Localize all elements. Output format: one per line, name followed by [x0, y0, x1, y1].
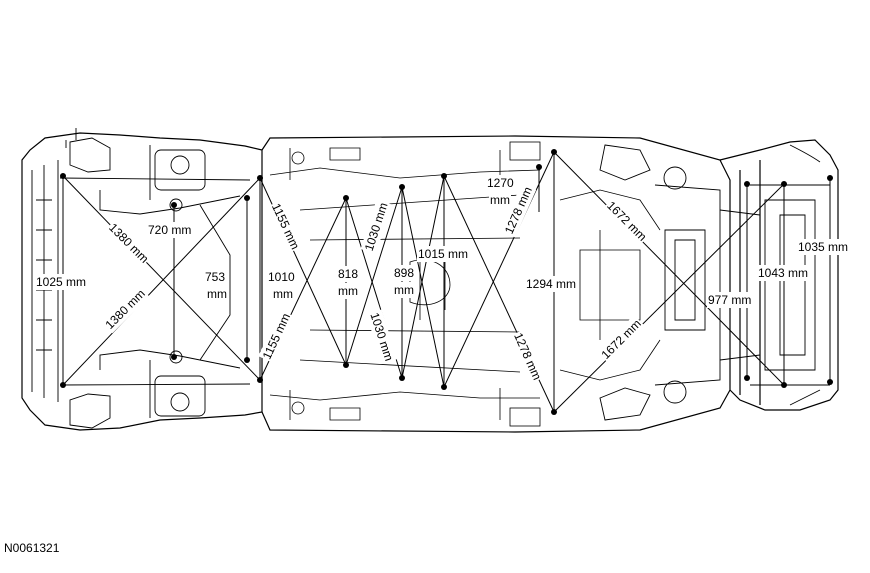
label-background: [258, 309, 295, 363]
point-c-lower: [257, 377, 263, 383]
label-1015: 1015 mm: [418, 247, 468, 261]
label-818-unit: mm: [338, 284, 358, 298]
label-background: [337, 266, 360, 282]
label-898-unit: mm: [394, 283, 414, 297]
label-1380-lower: 1380 mm: [103, 287, 148, 332]
label-background: [597, 315, 646, 364]
label-720: 720 mm: [148, 223, 191, 237]
rear-structure: [599, 144, 830, 421]
label-background: [393, 265, 416, 281]
point-k-upper: [827, 175, 833, 181]
point-i-upper: [744, 181, 750, 187]
point-k-lower: [827, 379, 833, 385]
label-818-value: 818: [338, 267, 358, 281]
label-1010-value: 1010: [268, 270, 295, 284]
point-j-lower: [781, 382, 787, 388]
point-b-lower: [244, 357, 250, 363]
point-d-upper: [343, 195, 349, 201]
point-j-upper: [781, 181, 787, 187]
label-1025: 1025 mm: [36, 275, 86, 289]
floor-structure: [269, 141, 661, 427]
point-a-lower: [171, 354, 177, 360]
label-1030-lower: 1030 mm: [367, 311, 396, 363]
dimension-lines: [62, 151, 831, 413]
label-background: [489, 192, 511, 208]
measurement-points: [60, 149, 833, 415]
label-753-unit: mm: [207, 287, 227, 301]
label-background: [101, 285, 150, 334]
label-background: [509, 329, 546, 384]
label-background: [757, 265, 810, 281]
label-1270-unit: mm: [490, 193, 510, 207]
label-1010-unit: mm: [273, 287, 293, 301]
label-1380-upper: 1380 mm: [106, 221, 151, 266]
point-b-upper: [244, 195, 250, 201]
figure-reference-id: N0061321: [4, 541, 60, 555]
point-f-lower: [441, 384, 447, 390]
point-e-upper: [399, 184, 405, 190]
label-background: [337, 283, 359, 299]
label-background: [393, 282, 415, 298]
point-g-upper: [536, 164, 542, 170]
vehicle-outline: [21, 132, 839, 433]
label-1043: 1043 mm: [758, 266, 808, 280]
point-a-upper: [171, 202, 177, 208]
label-background: [500, 183, 537, 238]
label-background: [267, 269, 297, 285]
label-background: [417, 246, 470, 262]
point-front-left: [60, 173, 66, 179]
label-background: [525, 276, 578, 292]
label-background: [104, 219, 153, 268]
label-background: [204, 269, 227, 285]
label-1035: 1035 mm: [798, 240, 848, 254]
label-background: [147, 222, 193, 238]
label-898-value: 898: [394, 266, 414, 280]
label-background: [486, 175, 516, 191]
label-753-value: 753: [205, 270, 225, 284]
label-977: 977 mm: [708, 293, 751, 307]
label-background: [360, 199, 392, 254]
point-front-right: [60, 382, 66, 388]
label-1030-upper: 1030 mm: [362, 201, 391, 253]
point-c-upper: [257, 175, 263, 181]
label-background: [35, 274, 88, 290]
label-1672-lower: 1672 mm: [599, 317, 644, 362]
label-background: [267, 199, 304, 253]
point-f-upper: [441, 173, 447, 179]
label-1294: 1294 mm: [526, 277, 576, 291]
point-i-lower: [744, 375, 750, 381]
label-background: [707, 292, 753, 308]
point-h-lower: [551, 409, 557, 415]
label-background: [366, 309, 398, 364]
point-h-upper: [551, 149, 557, 155]
label-background: [602, 197, 651, 246]
label-background: [272, 286, 294, 302]
label-background: [797, 239, 850, 255]
front-structure: [31, 128, 251, 429]
label-1672-upper: 1672 mm: [604, 199, 649, 244]
label-1270-value: 1270: [487, 176, 514, 190]
point-d-lower: [343, 362, 349, 368]
point-e-lower: [399, 375, 405, 381]
label-background: [206, 286, 228, 302]
